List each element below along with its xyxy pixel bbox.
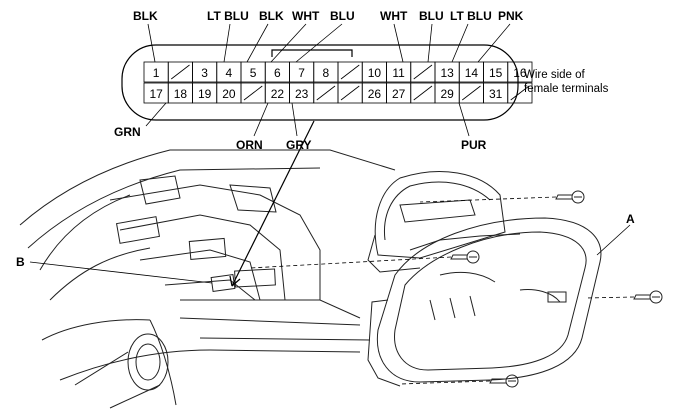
callout-a: A <box>626 212 635 226</box>
wire-label-pur-pin31: PUR <box>461 138 487 152</box>
terminal-number: 6 <box>274 66 281 80</box>
wire-label-pnk-pin16: PNK <box>498 9 524 23</box>
terminal-number: 31 <box>489 87 503 101</box>
terminal-number: 20 <box>222 87 236 101</box>
screw-icon <box>489 374 519 388</box>
empty-terminal-slash <box>413 64 433 80</box>
terminal-number: 16 <box>513 66 527 80</box>
terminal-cell <box>507 61 533 83</box>
empty-terminal-slash <box>510 85 530 101</box>
wire-label-blu-pin14: BLU <box>419 9 444 23</box>
empty-terminal-slash <box>413 85 433 101</box>
wire-label-grn-pin17: GRN <box>114 125 141 139</box>
wire-label-wht-pin6: WHT <box>292 9 320 23</box>
wire-label-blu-pin7: BLU <box>330 9 355 23</box>
terminal-number: 3 <box>201 66 208 80</box>
screw-icon <box>450 250 480 264</box>
terminal-number: 27 <box>392 87 406 101</box>
terminal-number: 23 <box>295 87 309 101</box>
screw-icon <box>633 290 663 304</box>
wire-label-orn-pin22: ORN <box>236 138 263 152</box>
terminal-number: 22 <box>271 87 285 101</box>
connector-housing <box>121 44 519 121</box>
terminal-number: 8 <box>323 66 330 80</box>
empty-terminal-slash <box>316 85 336 101</box>
wire-labels-top: BLK LT BLU BLK WHT BLU WHT BLU LT BLU PN… <box>133 9 524 23</box>
connector-note: Wire side of female terminals <box>524 69 609 95</box>
terminal-number: 13 <box>440 66 454 80</box>
callout-b: B <box>16 255 25 269</box>
empty-terminal-slash <box>340 64 360 80</box>
note-line-1: Wire side of <box>524 69 586 81</box>
terminal-number: 14 <box>465 66 479 80</box>
dashboard-drawing <box>19 149 396 409</box>
terminal-number: 11 <box>392 66 405 80</box>
terminal-number: 4 <box>226 66 233 80</box>
wire-label-ltblu-pin15: LT BLU <box>450 9 492 23</box>
wire-label-gry-pin23: GRY <box>286 138 312 152</box>
wire-label-blk-pin1: BLK <box>133 9 158 23</box>
wire-label-blk-pin5: BLK <box>259 9 284 23</box>
terminal-number: 18 <box>174 87 188 101</box>
fasteners <box>249 190 663 388</box>
upper-gauge-housing <box>367 171 506 273</box>
terminal-number: 26 <box>368 87 382 101</box>
note-line-2: female terminals <box>524 83 609 95</box>
terminal-number: 5 <box>250 66 257 80</box>
empty-terminal-slash <box>462 85 481 101</box>
terminal-number: 7 <box>298 66 305 80</box>
leader-lines <box>145 23 511 137</box>
gauge-assembly <box>367 217 631 387</box>
empty-terminal-slash <box>340 85 360 101</box>
empty-terminal-slash <box>243 85 263 101</box>
wire-label-ltblu-pin4: LT BLU <box>207 9 249 23</box>
terminal-number: 29 <box>440 87 454 101</box>
wire-label-wht-pin13: WHT <box>380 9 408 23</box>
connector-leader-arrow <box>229 275 241 287</box>
terminal-number: 15 <box>489 66 503 80</box>
wire-labels-bottom: GRN ORN GRY PUR <box>114 125 487 152</box>
terminal-number: 1 <box>153 66 160 80</box>
empty-terminal-slash <box>171 64 190 80</box>
terminal-cell <box>507 82 533 104</box>
terminal-number: 19 <box>198 87 212 101</box>
connector-leader <box>231 120 315 287</box>
screw-icon <box>555 190 585 204</box>
terminal-number: 10 <box>368 66 382 80</box>
terminal-number: 17 <box>149 87 163 101</box>
